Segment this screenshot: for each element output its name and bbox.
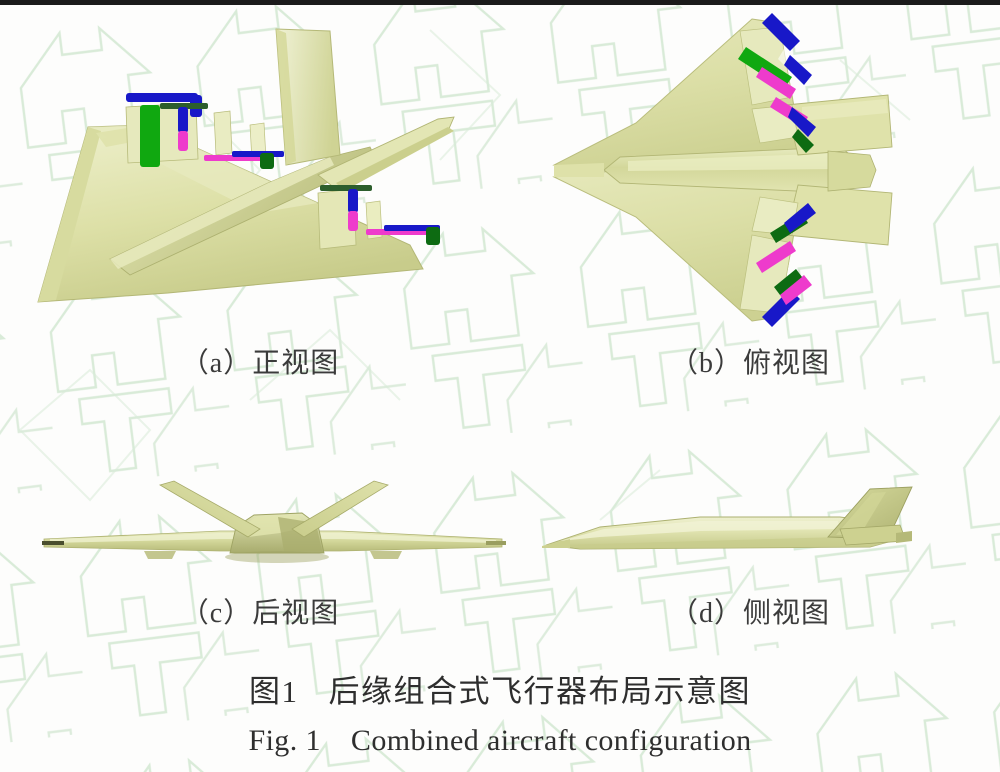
panel-d-caption: （d）侧视图 [669,598,830,629]
aircraft-front-view-illustration [18,7,478,332]
figure-number-english: Fig. 1 [248,724,321,757]
figure-1-panels: （a）正视图 （b）俯视图 （c）后视图 （d）侧视图 图1 后缘组合式飞行器布局… [0,5,1000,772]
panel-b-caption: （b）俯视图 [669,348,830,379]
panel-c-caption: （c）后视图 [180,598,340,629]
figure-title-english: Combined aircraft configuration [350,724,752,757]
figure-number-chinese: 图1 [249,674,299,709]
panel-d-side-view [540,467,960,577]
panel-a-front-view [18,7,478,332]
figure-caption-english: Fig. 1 Combined aircraft configuration [0,724,1000,758]
figure-caption-chinese: 图1 后缘组合式飞行器布局示意图 [0,666,1000,711]
panel-b-top-view [540,5,960,335]
figure-title-chinese: 后缘组合式飞行器布局示意图 [328,674,751,709]
aircraft-top-view-illustration [540,5,960,335]
panel-c-rear-view [40,457,510,577]
aircraft-rear-view-illustration [40,457,510,577]
scan-edge-bar [0,0,1000,5]
panel-a-caption: （a）正视图 [180,348,340,379]
aircraft-side-view-illustration [540,467,960,577]
